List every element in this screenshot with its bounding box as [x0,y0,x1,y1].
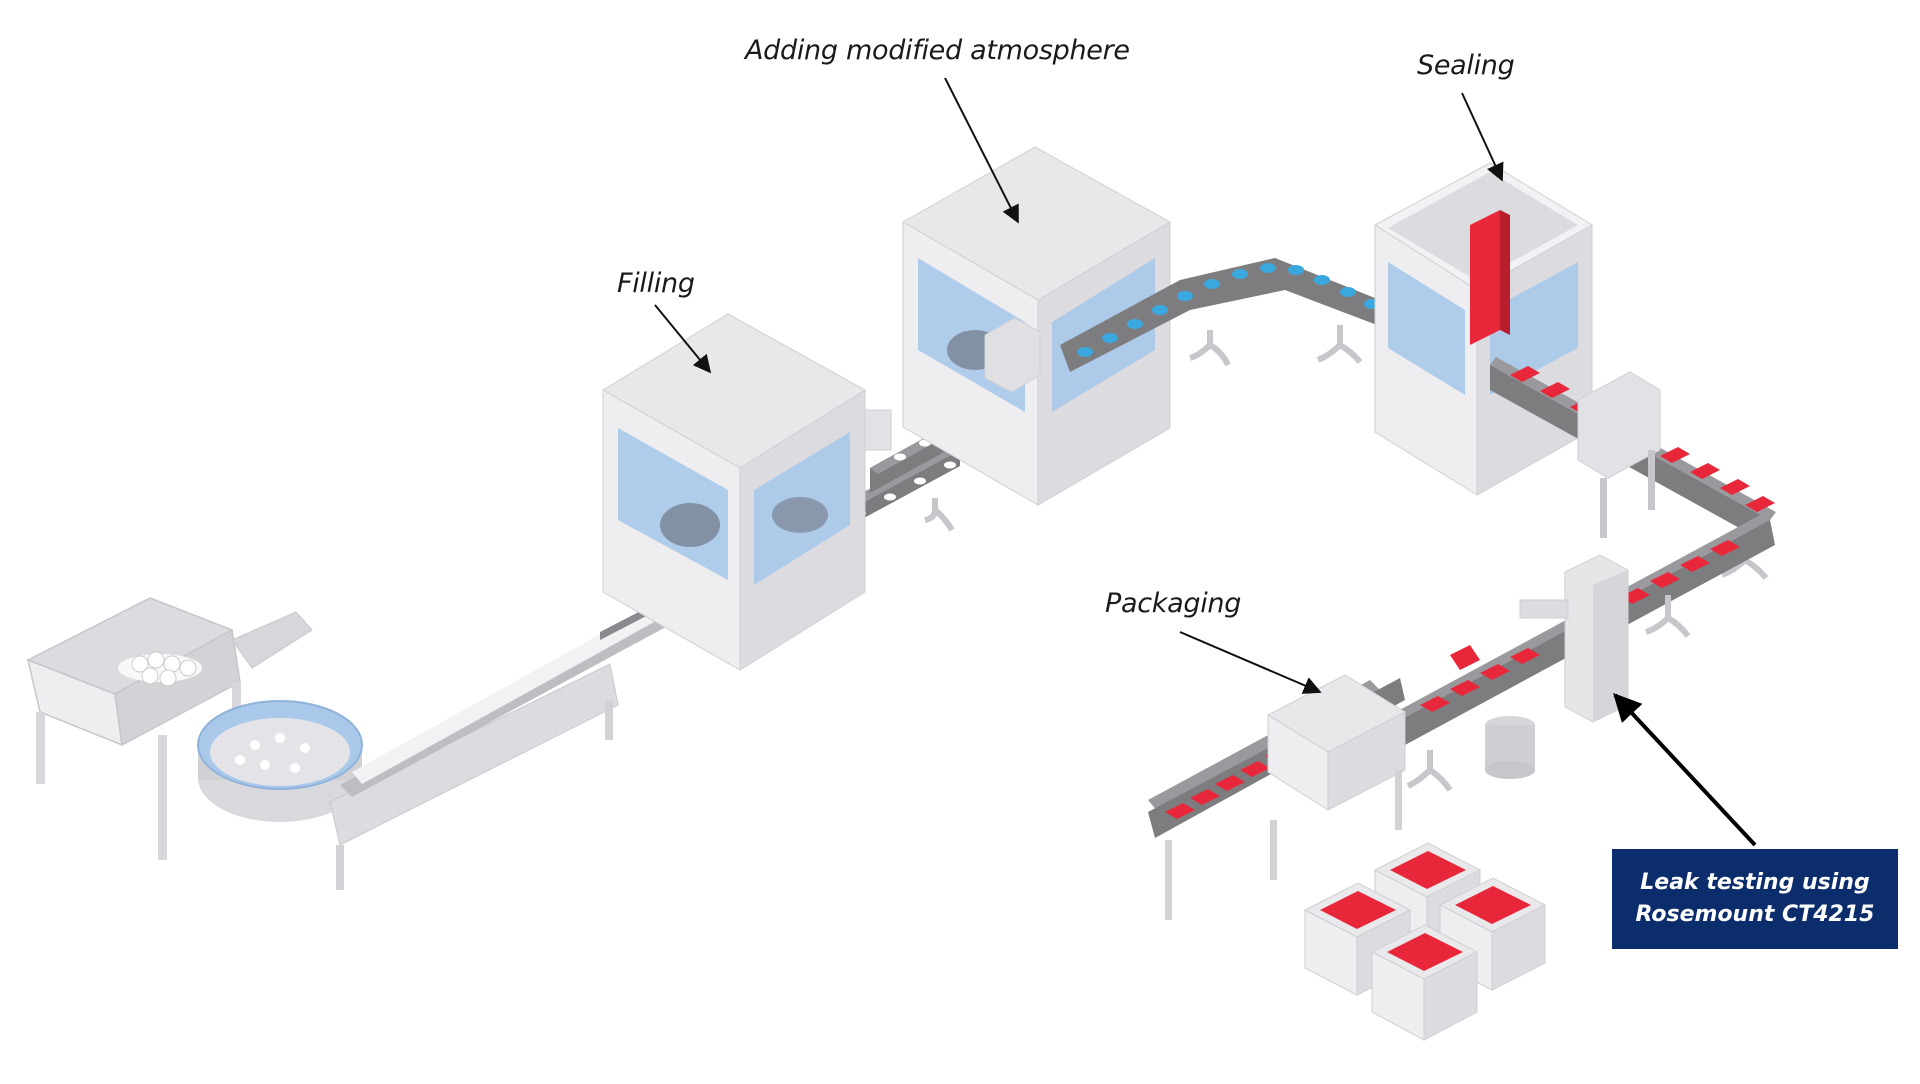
leak-tester-unit [1450,554,1629,779]
atmosphere-arrow [944,77,1019,224]
shipping-boxes [1303,842,1547,1041]
sealing-arrow [1461,92,1504,182]
hopper-station [26,597,313,860]
red-conveyor-upper [1490,357,1776,580]
label-adding-modified-atmosphere: Adding modified atmosphere [745,35,1130,66]
label-sealing: Sealing [1417,50,1515,81]
leak-test-arrow [1613,692,1757,847]
rotary-feeder [197,700,363,822]
leak-testing-callout: Leak testing using Rosemount CT4215 [1612,849,1898,949]
label-filling: Filling [617,268,695,299]
packaging-machine [1148,674,1407,920]
leak-testing-callout-text: Leak testing using Rosemount CT4215 [1635,870,1875,927]
label-arrows [654,77,1757,847]
filling-machine [602,313,892,671]
atmosphere-machine [901,146,1172,506]
sealing-machine [1374,162,1593,496]
label-packaging: Packaging [1105,588,1242,619]
filling-arrow [654,304,712,374]
packaging-arrow [1179,631,1322,694]
